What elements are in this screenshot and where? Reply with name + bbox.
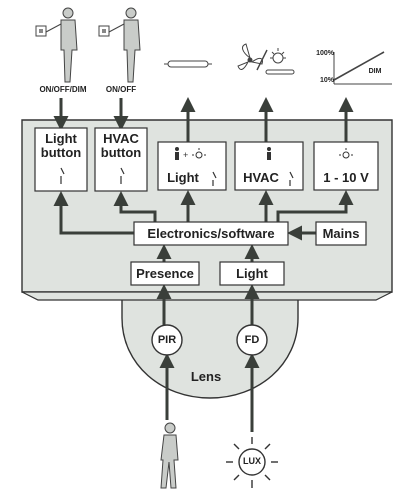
- sun-icon: [339, 148, 353, 159]
- light-switch-caption: ON/OFF/DIM: [39, 85, 87, 94]
- hvac-button-label: HVAC button: [100, 131, 142, 161]
- dim-y-bottom-label: 10%: [319, 77, 334, 84]
- lux-label: LUX: [243, 456, 261, 466]
- fluorescent-tube-icon: [164, 60, 212, 68]
- electronics-bar: [133, 221, 289, 246]
- sun-icon: [192, 148, 206, 159]
- pir-sensor: [151, 324, 183, 356]
- switch-symbol: [60, 167, 65, 184]
- light-output-box: [157, 141, 227, 191]
- fan-icon: [237, 43, 263, 70]
- light-button-label: Light button: [40, 131, 82, 161]
- person-at-switch-icon: [35, 7, 78, 83]
- presence-box: [130, 261, 200, 286]
- electronics-label: Electronics/software: [147, 226, 275, 241]
- plus-sign: +: [183, 150, 188, 160]
- dim-label: DIM: [368, 68, 382, 75]
- mains-label: Mains: [322, 226, 360, 241]
- person-icon: [175, 147, 179, 160]
- walking-person-icon: [160, 422, 179, 489]
- fd-label: FD: [244, 334, 260, 346]
- housing-skirt: [21, 291, 393, 301]
- switch-symbol: [120, 167, 125, 184]
- light-sensor-box: [219, 261, 285, 286]
- slash-divider: [256, 49, 268, 71]
- lux-sun-icon: [226, 437, 278, 488]
- hvac-switch-caption: ON/OFF: [105, 85, 137, 94]
- switch-symbol: [289, 171, 294, 186]
- dim-ramp-icon: [333, 51, 392, 85]
- switch-symbol: [212, 171, 217, 186]
- mains-box: [315, 221, 367, 246]
- dim-output-label: 1 - 10 V: [323, 170, 369, 185]
- signal-lines: [53, 190, 354, 432]
- hvac-output-label: HVAC: [243, 170, 279, 185]
- person-icon: [267, 147, 271, 160]
- person-at-switch-icon: [98, 7, 141, 83]
- fd-sensor: [236, 324, 268, 356]
- light-sensor-label: Light: [236, 266, 268, 281]
- light-output-label: Light: [167, 170, 199, 185]
- lens-label: Lens: [190, 369, 222, 384]
- sun-icon: [265, 48, 295, 75]
- dim-y-top-label: 100%: [316, 50, 334, 57]
- pir-label: PIR: [157, 334, 177, 346]
- hvac-button-box: [94, 127, 148, 192]
- presence-label: Presence: [136, 266, 194, 281]
